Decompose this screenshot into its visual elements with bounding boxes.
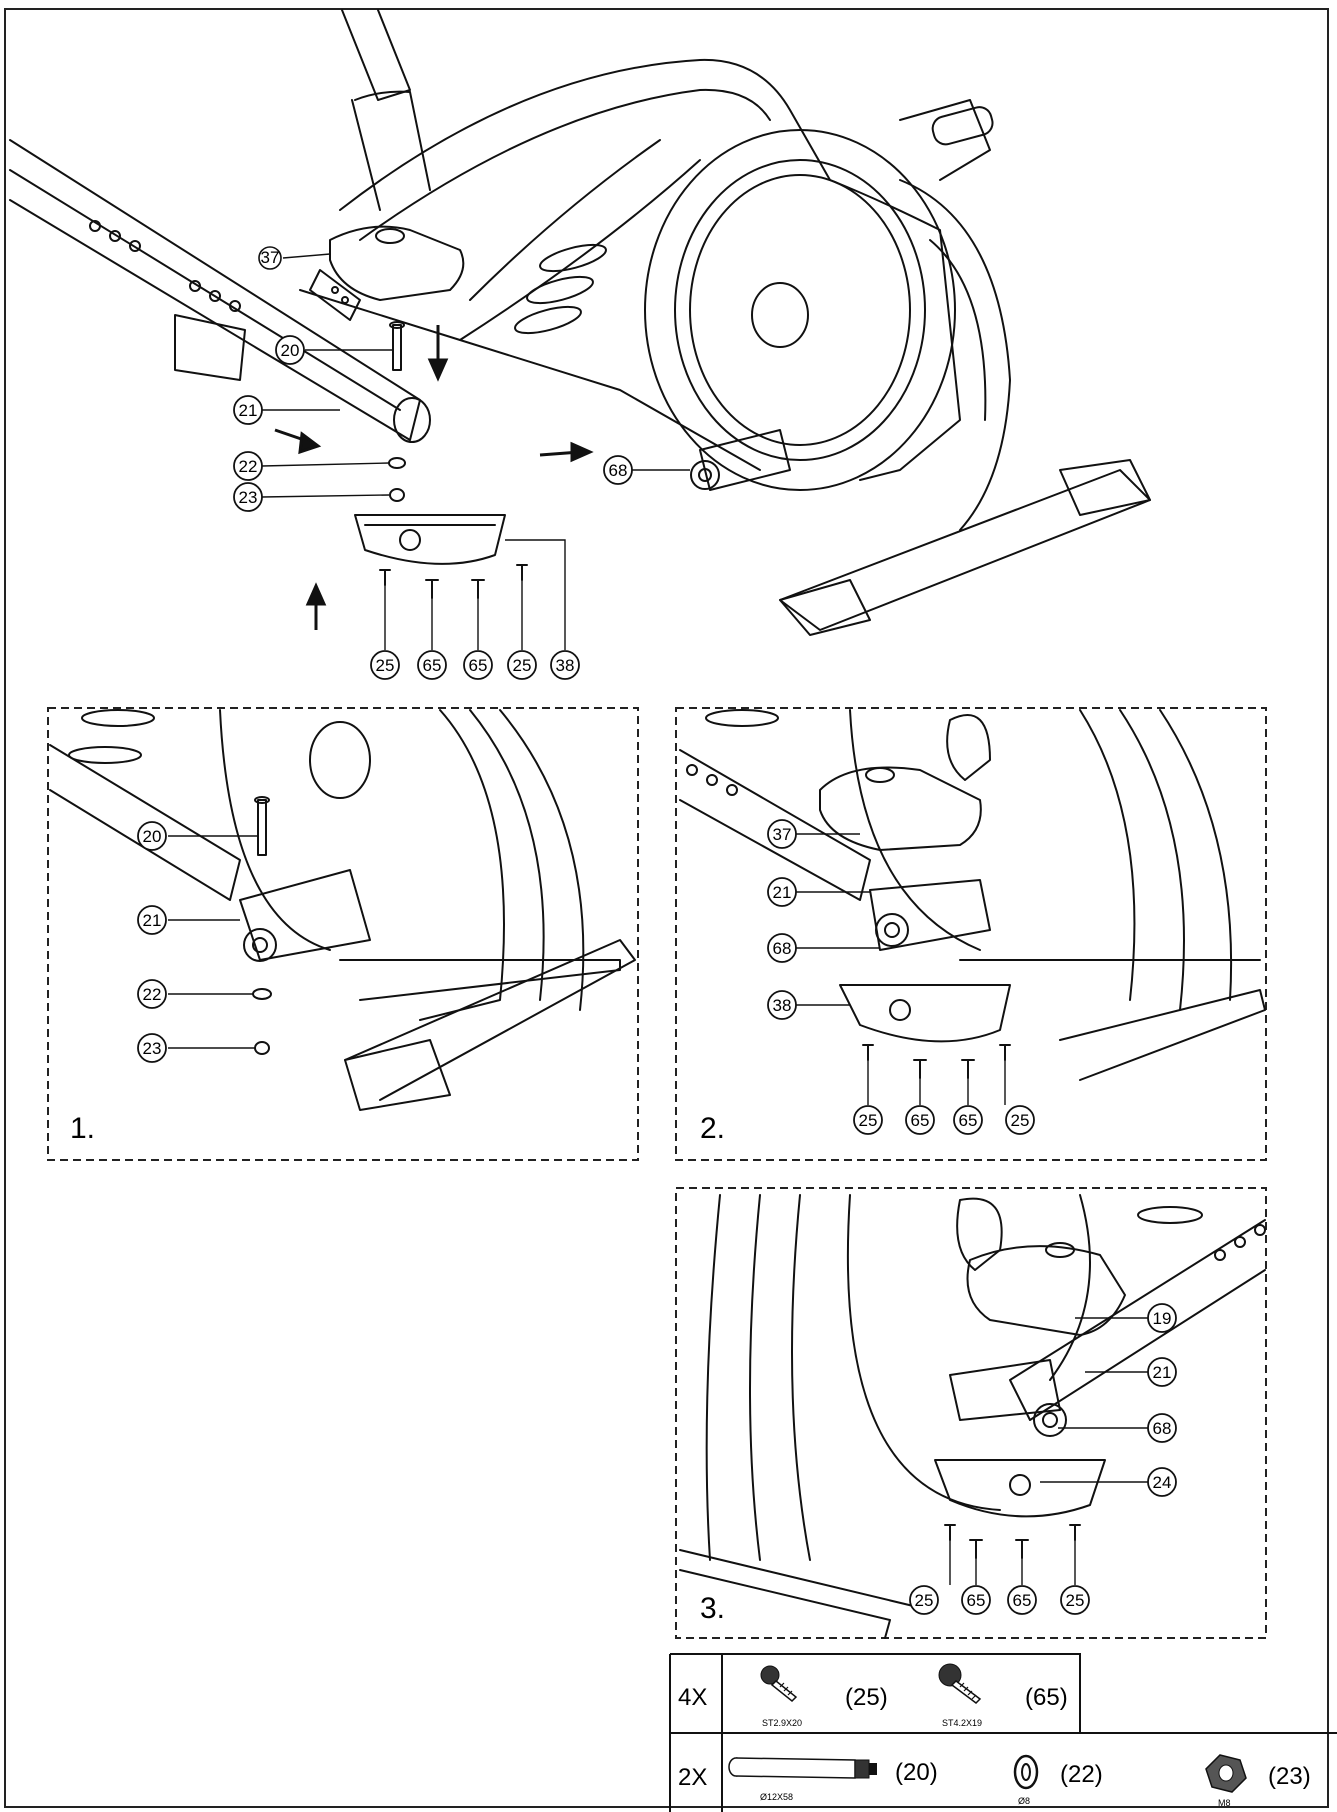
washer-icon xyxy=(1013,1754,1039,1790)
screw-icon xyxy=(938,1663,982,1704)
callout-20: 20 xyxy=(143,827,162,846)
callout-25: 25 xyxy=(1011,1111,1030,1130)
hw-spec-20: Ø12X58 xyxy=(760,1792,793,1802)
hw-ref-65: (65) xyxy=(1025,1684,1068,1711)
main-callouts: 37 20 21 22 23 68 25 65 65 25 38 xyxy=(233,246,633,680)
callout-37: 37 xyxy=(261,248,280,267)
callout-68: 68 xyxy=(609,461,628,480)
hw-ref-25: (25) xyxy=(845,1684,888,1711)
callout-68: 68 xyxy=(773,939,792,958)
callout-23: 23 xyxy=(143,1039,162,1058)
hw-ref-20: (20) xyxy=(895,1759,938,1786)
callout-19: 19 xyxy=(1153,1309,1172,1328)
nut-icon xyxy=(1205,1754,1247,1793)
page-frame xyxy=(4,8,1329,1808)
callout-24: 24 xyxy=(1153,1473,1172,1492)
step-2-callouts: 37 21 68 38 25 65 65 25 xyxy=(767,819,1035,1135)
callout-38: 38 xyxy=(773,996,792,1015)
callout-68: 68 xyxy=(1153,1419,1172,1438)
step-3-number: 3. xyxy=(700,1592,725,1625)
screw-icon xyxy=(760,1665,798,1703)
hw-ref-23: (23) xyxy=(1268,1763,1311,1790)
callout-22: 22 xyxy=(239,457,258,476)
callout-65: 65 xyxy=(911,1111,930,1130)
callout-65: 65 xyxy=(469,656,488,675)
callout-25: 25 xyxy=(513,656,532,675)
callout-25: 25 xyxy=(915,1591,934,1610)
callout-37: 37 xyxy=(773,825,792,844)
callout-21: 21 xyxy=(143,911,162,930)
hardware-table: 4X (25) ST2.9X20 (65) ST4.2X19 2X (20) Ø… xyxy=(669,1653,1337,1812)
step-1-panel: 20 21 22 23 1. xyxy=(47,707,639,1161)
step-1-callouts: 20 21 22 23 xyxy=(137,821,167,1063)
callout-65: 65 xyxy=(967,1591,986,1610)
callout-23: 23 xyxy=(239,488,258,507)
callout-20: 20 xyxy=(281,341,300,360)
callout-65: 65 xyxy=(1013,1591,1032,1610)
hw-row1-qty: 4X xyxy=(678,1684,707,1711)
hw-ref-22: (22) xyxy=(1060,1761,1103,1788)
step-3-callouts: 19 21 68 24 25 65 65 25 xyxy=(909,1303,1177,1615)
main-exploded-view xyxy=(9,9,1151,636)
step-3-panel: 19 21 68 24 25 65 65 25 3. xyxy=(675,1187,1267,1639)
hw-spec-65: ST4.2X19 xyxy=(942,1718,982,1728)
hw-spec-22: Ø8 xyxy=(1018,1796,1030,1806)
step-2-number: 2. xyxy=(700,1112,725,1145)
step-2-panel: 37 21 68 38 25 65 65 25 2. xyxy=(675,707,1267,1161)
callout-65: 65 xyxy=(959,1111,978,1130)
callout-25: 25 xyxy=(1066,1591,1085,1610)
callout-21: 21 xyxy=(239,401,258,420)
callout-25: 25 xyxy=(859,1111,878,1130)
step-1-number: 1. xyxy=(70,1112,95,1145)
hw-row2-qty: 2X xyxy=(678,1764,707,1791)
callout-21: 21 xyxy=(1153,1363,1172,1382)
bolt-icon xyxy=(728,1757,877,1779)
hw-spec-25: ST2.9X20 xyxy=(762,1718,802,1728)
callout-22: 22 xyxy=(143,985,162,1004)
hw-spec-23: M8 xyxy=(1218,1798,1231,1808)
callout-25: 25 xyxy=(376,656,395,675)
main-leader-lines xyxy=(261,253,690,650)
callout-65: 65 xyxy=(423,656,442,675)
direction-arrows xyxy=(274,325,594,630)
callout-38: 38 xyxy=(556,656,575,675)
callout-21: 21 xyxy=(773,883,792,902)
